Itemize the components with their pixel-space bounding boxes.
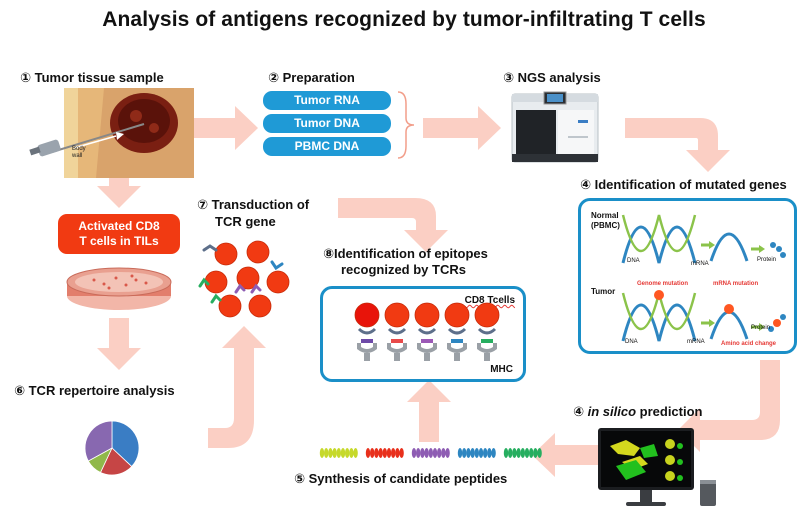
pie-slice-0	[111, 420, 140, 468]
tumor-mrna-label: mRNA	[687, 339, 705, 345]
arrow-insilico-to-5	[532, 433, 610, 477]
step-2-label: ② Preparation	[268, 70, 355, 85]
normal-mrna-label: mRNA	[691, 261, 709, 267]
tcell-mhc-pair-0	[354, 302, 380, 361]
ngs-sequencer-icon	[511, 91, 599, 163]
pie-slice-3	[84, 420, 113, 462]
arrow-petri-to-6	[97, 318, 141, 370]
epitope-cells-illustration	[354, 302, 500, 361]
dna-illustration-normal	[621, 214, 786, 264]
arrow-1-to-2	[191, 106, 258, 150]
tumor-protein-label: Protein	[751, 325, 771, 331]
pill-tumor-rna: Tumor RNA	[263, 91, 391, 110]
tumor-dna-label: DNA	[625, 339, 638, 345]
tissue-label-wall: wall	[72, 153, 83, 159]
genome-mutation-label: Genome mutation	[637, 281, 689, 287]
arrow-4-to-insilico	[678, 360, 780, 452]
tumor-tissue-illustration	[29, 88, 194, 178]
cd8-tcells-label: CD8 Tcells	[464, 295, 515, 306]
peptide-0	[319, 448, 358, 458]
amino-acid-change-label: Amino acid change	[721, 341, 777, 347]
normal-dna-label: DNA	[627, 258, 640, 264]
step-3-label: ③ NGS analysis	[503, 70, 601, 85]
normal-protein-label: Protein	[757, 257, 777, 263]
step-7-label: ⑦ Transduction of TCR gene	[197, 196, 309, 230]
mrna-mutation-label: mRNA mutation	[713, 281, 759, 287]
bracket-icon	[397, 91, 415, 159]
mhc-label: MHC	[490, 364, 513, 375]
activated-cd8-box: Activated CD8 T cells in TILs	[58, 214, 180, 254]
mutated-genes-panel: Normal (PBMC) Tumor DNA mRNA Protein Gen…	[578, 198, 797, 354]
step-5-label: ⑤ Synthesis of candidate peptides	[294, 471, 508, 486]
tissue-label: Body wall	[72, 146, 86, 160]
activated-line-2: T cells in TILs	[79, 234, 159, 248]
step-8-label: ⑧Identification of epitopes recognized b…	[323, 246, 488, 278]
step-8-line-2: recognized by TCRs	[341, 262, 466, 277]
arrow-3-to-4	[625, 118, 730, 172]
arrow-7-to-8	[338, 198, 448, 252]
peptide-2	[411, 448, 450, 458]
step-4b-prefix: ④	[573, 404, 588, 419]
activated-line-1: Activated CD8	[78, 219, 160, 233]
computer-monitor-icon	[598, 428, 716, 506]
tcr-repertoire-pie-chart	[84, 420, 140, 476]
step-7-line-1: ⑦ Transduction of	[197, 197, 310, 212]
arrow-1-to-activated	[97, 172, 141, 208]
normal-label: Normal (PBMC)	[591, 211, 620, 231]
normal-label-line-1: Normal	[591, 211, 619, 220]
epitope-panel: CD8 Tcells MHC	[320, 286, 526, 382]
pill-pbmc-dna: PBMC DNA	[263, 137, 391, 156]
tissue-label-body: Body	[72, 146, 86, 152]
page-title: Analysis of antigens recognized by tumor…	[102, 8, 706, 31]
step-7-line-2: TCR gene	[215, 214, 276, 229]
step-4a-label: ④ Identification of mutated genes	[580, 177, 787, 192]
peptide-3	[457, 448, 496, 458]
step-4b-label: ④ in silico prediction	[573, 404, 702, 420]
arrow-5-to-8	[407, 380, 451, 442]
peptide-4	[503, 448, 542, 458]
normal-label-line-2: (PBMC)	[591, 221, 620, 230]
tumor-label: Tumor	[591, 287, 616, 296]
tcell-mhc-pair-2	[414, 302, 440, 361]
peptide-1	[365, 448, 404, 458]
candidate-peptides-illustration	[319, 448, 542, 458]
step-4b-italic: in silico	[587, 404, 637, 419]
dna-illustration-tumor	[621, 290, 786, 342]
step-4b-suffix: prediction	[636, 404, 703, 419]
pill-tumor-dna: Tumor DNA	[263, 114, 391, 133]
tcell-mhc-pair-3	[444, 302, 470, 361]
step-1-label: ① Tumor tissue sample	[20, 70, 164, 85]
arrow-6-to-7	[208, 326, 266, 448]
step-8-line-1: ⑧Identification of epitopes	[323, 246, 488, 261]
petri-dish-icon	[66, 267, 172, 310]
arrow-2-to-3	[423, 106, 501, 150]
transduced-t-cells-illustration	[198, 240, 290, 318]
tcell-mhc-pair-4	[474, 302, 500, 361]
tcell-mhc-pair-1	[384, 302, 410, 361]
step-6-label: ⑥ TCR repertoire analysis	[14, 383, 175, 398]
